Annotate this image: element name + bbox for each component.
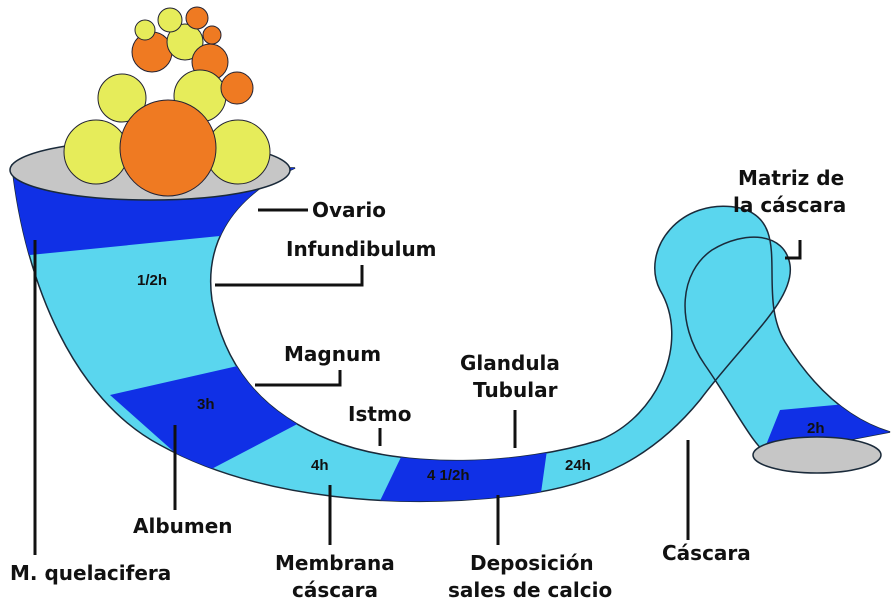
label-quelacifera: M. quelacifera bbox=[10, 561, 171, 585]
label-matriz-line2: la cáscara bbox=[733, 193, 846, 217]
ovary-follicle bbox=[64, 120, 128, 184]
label-glandula-line1: Glandula bbox=[460, 351, 560, 375]
label-ovario: Ovario bbox=[312, 198, 386, 222]
label-istmo: Istmo bbox=[348, 402, 412, 426]
infundibulum-time: 1/2h bbox=[137, 272, 167, 289]
ovary-follicle-large bbox=[120, 100, 216, 196]
ovary-follicle bbox=[203, 26, 221, 44]
shell-time: 24h bbox=[565, 457, 591, 474]
glandula-time: 4 1/2h bbox=[427, 467, 470, 484]
ovary-follicle bbox=[135, 20, 155, 40]
label-cascara: Cáscara bbox=[662, 541, 751, 565]
istmo-time: 4h bbox=[311, 457, 329, 474]
magnum-leader bbox=[255, 370, 340, 385]
vagina-opening bbox=[753, 437, 881, 473]
ovary-follicle bbox=[158, 8, 182, 32]
infundibulum-leader bbox=[215, 265, 362, 285]
label-infundibulum: Infundibulum bbox=[286, 237, 437, 261]
label-albumen: Albumen bbox=[133, 514, 233, 538]
label-membrana-line1: Membrana bbox=[275, 551, 395, 575]
vagina-time: 2h bbox=[807, 420, 825, 437]
label-matriz-line1: Matriz de bbox=[738, 166, 844, 190]
label-glandula-line2: Tubular bbox=[473, 378, 558, 402]
label-deposicion-line1: Deposición bbox=[470, 551, 594, 575]
ovary-follicle bbox=[186, 7, 208, 29]
label-membrana-line2: cáscara bbox=[292, 578, 378, 602]
ovary-cluster bbox=[64, 7, 270, 196]
label-magnum: Magnum bbox=[284, 342, 381, 366]
ovary-follicle bbox=[132, 32, 172, 72]
ovary-follicle bbox=[221, 72, 253, 104]
label-deposicion-line2: sales de calcio bbox=[448, 578, 612, 602]
magnum-time: 3h bbox=[197, 396, 215, 413]
